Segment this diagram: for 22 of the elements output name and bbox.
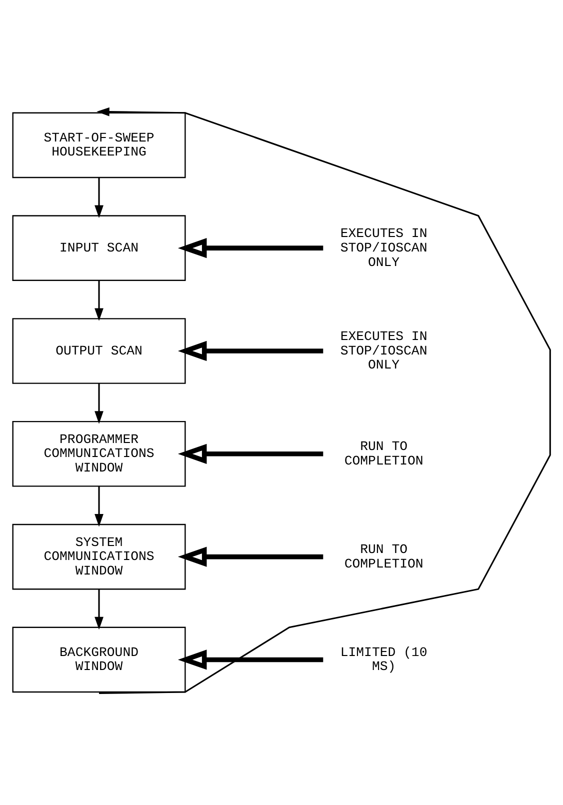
node-text: EXECUTES IN STOP/IOSCAN ONLY bbox=[340, 328, 428, 373]
arrow bbox=[94, 178, 104, 218]
arrow bbox=[94, 486, 104, 527]
arrow bbox=[178, 444, 324, 464]
node-box: SYSTEM COMMUNICATIONS WINDOW bbox=[12, 524, 186, 590]
node-text: EXECUTES IN STOP/IOSCAN ONLY bbox=[340, 226, 428, 270]
node-text: RUN TO COMPLETION bbox=[344, 439, 424, 468]
node-text: LIMITED (10 MS) bbox=[340, 644, 428, 674]
arrow bbox=[178, 546, 324, 567]
arrow bbox=[178, 340, 324, 362]
node-box: BACKGROUND WINDOW bbox=[12, 626, 186, 693]
node-box: START-OF-SWEEP HOUSEKEEPING bbox=[12, 112, 186, 178]
arrow bbox=[94, 589, 104, 630]
arrow bbox=[94, 383, 104, 424]
arrow bbox=[178, 650, 324, 670]
arrow bbox=[178, 238, 324, 258]
node-box: PROGRAMMER COMMUNICATIONS WINDOW bbox=[12, 420, 186, 487]
arrow bbox=[96, 107, 551, 694]
node-text: RUN TO COMPLETION bbox=[344, 542, 424, 572]
node-box: INPUT SCAN bbox=[12, 215, 186, 281]
node-box: OUTPUT SCAN bbox=[12, 318, 186, 384]
arrow bbox=[94, 280, 104, 321]
